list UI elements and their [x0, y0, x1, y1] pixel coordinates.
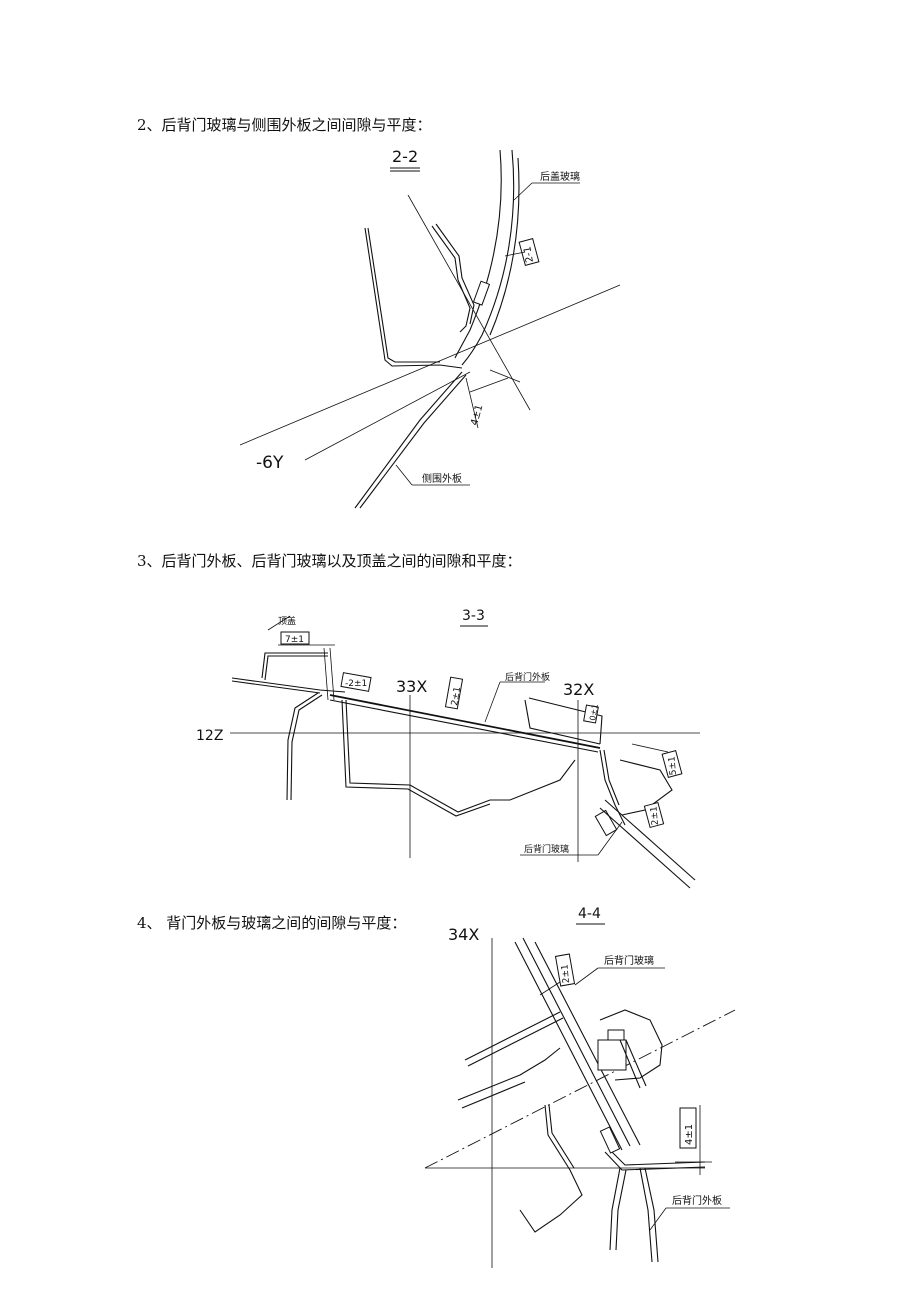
- axis-label-12z: 12Z: [196, 728, 223, 744]
- label-glass-4-4: 后背门玻璃: [604, 954, 654, 967]
- axis-label-32x: 32X: [563, 680, 594, 699]
- dim-flush-right: 0±1: [588, 703, 600, 721]
- heading-section-4: 4、 背门外板与玻璃之间的间隙与平度：: [137, 914, 407, 932]
- label-outer-panel-3-3: 后背门外板: [505, 671, 550, 683]
- label-roof: 顶盖: [278, 615, 296, 627]
- dim-gap-4-4: 4±1: [684, 1124, 695, 1145]
- dim-flush-roof: -2±1: [345, 679, 367, 689]
- drawing-3-3: 3-3 12Z 33X 32X 7±1: [196, 608, 700, 889]
- label-side-panel-2-2: 侧围外板: [422, 472, 462, 485]
- heading-section-2: 2、后背门玻璃与侧围外板之间间隙与平度：: [137, 116, 432, 134]
- dim-flush-4-4: 2±1: [560, 964, 572, 984]
- dim-flush-glass: 2±1: [649, 806, 661, 826]
- axis-label-33x: 33X: [396, 677, 427, 696]
- drawing-4-4: 4-4 34X 2±1: [424, 906, 736, 1268]
- section-label-3-3: 3-3: [462, 608, 485, 624]
- dim-gap-right: 5±1: [667, 756, 679, 776]
- axis-label-34x: 34X: [448, 925, 479, 944]
- dim-flush-mid: 2±1: [450, 686, 463, 706]
- drawing-2-2: 2-2 4±1 2-1 后盖玻璃: [239, 147, 621, 509]
- dim-gap-roof: 7±1: [285, 635, 304, 645]
- label-glass-2-2: 后盖玻璃: [540, 170, 580, 183]
- heading-section-3: 3、后背门外板、后背门玻璃以及顶盖之间的间隙和平度：: [137, 552, 522, 570]
- axis-label-6y: -6Y: [256, 453, 284, 473]
- label-glass-3-3: 后背门玻璃: [524, 843, 569, 855]
- section-label-2-2: 2-2: [392, 147, 418, 166]
- section-label-4-4: 4-4: [578, 906, 601, 922]
- dim-flush-2-2: 2-1: [522, 245, 536, 263]
- label-outer-panel-4-4: 后背门外板: [672, 1194, 722, 1207]
- dim-gap-2-2: 4±1: [469, 404, 485, 427]
